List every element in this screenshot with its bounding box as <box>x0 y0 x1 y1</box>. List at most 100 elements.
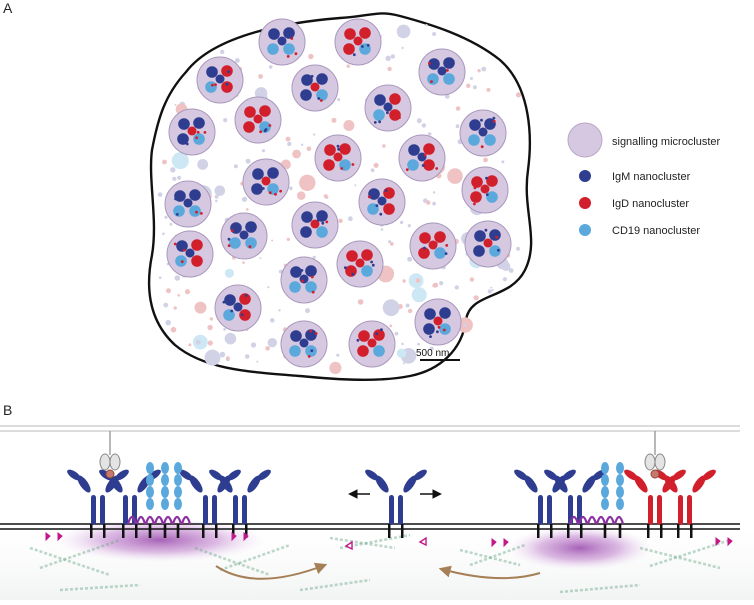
background-dot <box>265 346 270 351</box>
small-nanocluster-dot <box>421 164 425 167</box>
igd-nanocluster <box>367 338 377 348</box>
igd-nanocluster <box>470 191 482 203</box>
legend-swatch-microcluster <box>567 122 603 158</box>
background-dot <box>242 261 245 264</box>
small-nanocluster-dot <box>311 290 315 294</box>
cd79-coil <box>595 515 607 525</box>
receptor-tm-segment <box>690 524 693 538</box>
igm-nanocluster <box>189 189 201 201</box>
legend-swatch-igm <box>579 170 591 182</box>
igm-nanocluster <box>383 102 393 112</box>
small-nanocluster-dot <box>227 237 231 241</box>
small-nanocluster-dot <box>319 99 323 102</box>
igm-nanocluster <box>439 307 451 319</box>
background-dot <box>389 242 394 246</box>
receptor-heavy-chain <box>212 495 217 525</box>
background-dot <box>223 118 228 123</box>
small-nanocluster-dot <box>370 260 373 264</box>
small-nanocluster-dot <box>309 329 313 333</box>
actin-filament <box>639 546 721 570</box>
signalling-microcluster <box>280 320 328 368</box>
small-nanocluster-dot <box>375 332 379 336</box>
antigen-domain <box>644 453 656 471</box>
background-dot <box>455 106 461 111</box>
igd-nanocluster <box>261 176 271 186</box>
igm-nanocluster <box>299 274 309 284</box>
cd19-domain <box>161 474 169 486</box>
free-lipid-marker <box>418 536 427 547</box>
background-dot <box>224 332 237 345</box>
igd-nanocluster <box>343 43 355 55</box>
cd19-nanocluster <box>468 134 480 146</box>
small-nanocluster-dot <box>336 144 340 148</box>
igm-nanocluster <box>299 338 309 348</box>
small-nanocluster-dot <box>352 53 356 57</box>
receptor-fab-arm <box>413 469 427 481</box>
free-lipid-marker <box>344 540 353 551</box>
background-dot <box>469 277 475 282</box>
signalling-microcluster <box>196 56 244 104</box>
receptor-heavy-chain <box>678 495 683 525</box>
igd-nanocluster <box>361 249 373 261</box>
small-nanocluster-dot <box>261 187 265 190</box>
background-dot <box>224 268 234 278</box>
igm-nanocluster <box>484 118 496 130</box>
cd79-coil <box>162 515 174 525</box>
small-nanocluster-dot <box>384 189 388 193</box>
background-dot <box>501 160 505 164</box>
background-dot <box>157 192 163 197</box>
background-dot <box>241 196 248 202</box>
small-nanocluster-dot <box>492 116 496 120</box>
small-nanocluster-dot <box>437 325 441 329</box>
legend-label-microcluster: signalling microcluster <box>612 136 721 148</box>
background-dot <box>306 146 312 151</box>
actin-filament <box>39 538 121 570</box>
cd19-receptor <box>601 462 609 538</box>
background-dot <box>167 320 170 323</box>
receptor-fab-arm <box>554 475 568 493</box>
small-nanocluster-dot <box>268 124 272 127</box>
receptor-fab-arm <box>227 469 241 481</box>
receptor-tm-segment <box>103 524 106 538</box>
igd-nanocluster <box>333 152 343 162</box>
background-dot <box>268 65 273 69</box>
cd19-nanocluster <box>443 73 455 85</box>
small-nanocluster-dot <box>286 55 290 58</box>
background-dot <box>396 24 411 39</box>
background-dot <box>338 218 343 223</box>
background-dot <box>329 361 342 374</box>
background-dot <box>455 124 460 129</box>
receptor-fab-arm <box>67 469 81 481</box>
signalling-microcluster <box>414 298 462 346</box>
igm-nanocluster <box>300 89 312 101</box>
cd19-receptor <box>146 462 154 538</box>
signalling-microcluster <box>242 158 290 206</box>
background-dot <box>411 287 427 303</box>
receptor-fab-arm <box>109 475 123 493</box>
igm-nanocluster <box>377 196 387 206</box>
background-dot <box>285 136 291 142</box>
small-nanocluster-dot <box>430 80 433 83</box>
actin-filament <box>194 546 271 577</box>
receptor-tm-segment <box>215 524 218 538</box>
cd19-domain <box>146 474 154 486</box>
cd19-receptor <box>161 462 169 538</box>
small-nanocluster-dot <box>289 32 293 36</box>
igd-nanocluster <box>344 28 356 40</box>
cd19-nanocluster <box>229 237 241 249</box>
background-dot <box>170 167 176 173</box>
receptor-tm-segment <box>537 524 540 538</box>
small-nanocluster-dot <box>279 189 282 193</box>
background-dot <box>169 222 173 226</box>
small-nanocluster-dot <box>428 62 431 65</box>
small-nanocluster-dot <box>492 119 496 123</box>
background-dot <box>278 309 281 312</box>
background-dot <box>194 301 207 314</box>
receptor-heavy-chain <box>233 495 238 525</box>
background-dot <box>209 317 214 321</box>
panel-b <box>0 425 754 600</box>
igm-nanocluster <box>193 117 205 129</box>
background-dot <box>373 162 379 168</box>
small-nanocluster-dot <box>423 153 427 157</box>
